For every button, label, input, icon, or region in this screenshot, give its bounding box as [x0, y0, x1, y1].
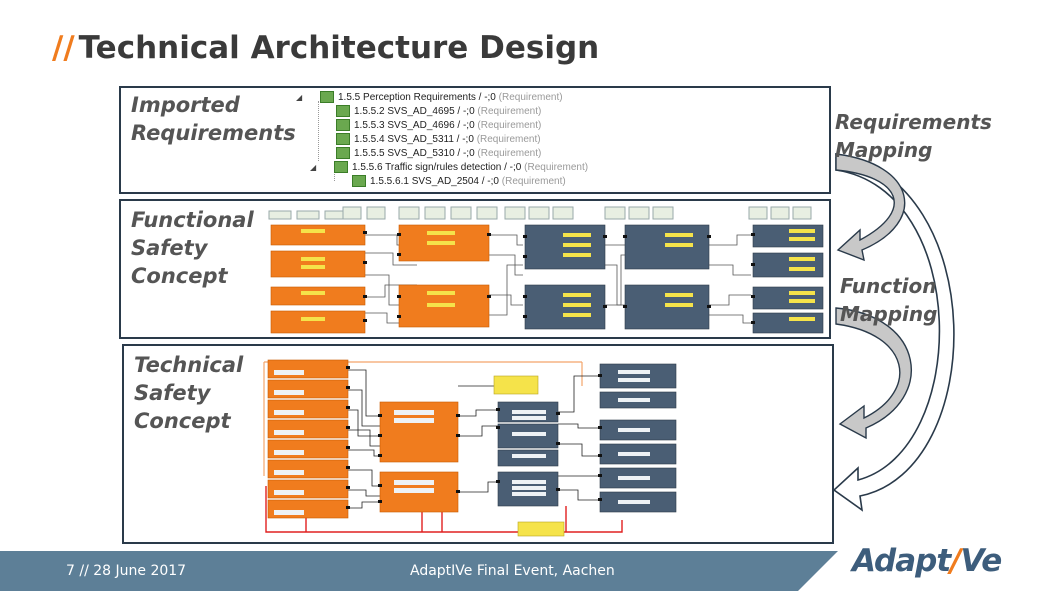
requirement-icon	[336, 147, 350, 160]
requirements-tree: ◢ 1.5.5 Perception Requirements / -;0 (Re…	[296, 91, 746, 191]
requirements-to-technical-arrow	[832, 153, 955, 512]
tree-guide	[318, 101, 319, 161]
label-line: Safety	[134, 381, 211, 405]
function-mapping-arrow	[835, 307, 912, 440]
tree-item[interactable]: 1.5.5.2 SVS_AD_4695 / -;0 (Requirement)	[322, 105, 541, 119]
tree-item-text: 1.5.5.3 SVS_AD_4696 / -;0	[354, 120, 475, 131]
tree-item[interactable]: ◢ 1.5.5.6 Traffic sign/rules detection / …	[310, 161, 588, 175]
requirement-icon	[336, 105, 350, 118]
label-line: Functional	[131, 208, 254, 232]
page-title: //Technical Architecture Design	[52, 30, 599, 66]
imported-requirements-label: Imported Requirements	[131, 91, 296, 147]
label-line: Requirements	[835, 110, 992, 134]
label-line: Function	[840, 274, 937, 298]
technical-safety-concept-panel: Technical Safety Concept	[122, 344, 834, 544]
tree-item-text: 1.5.5.6.1 SVS_AD_2504 / -;0	[370, 176, 499, 187]
functional-safety-concept-label: Functional Safety Concept	[131, 206, 254, 290]
title-text: Technical Architecture Design	[78, 30, 600, 66]
tree-item-text: 1.5.5.6 Traffic sign/rules detection / -…	[352, 162, 522, 173]
requirements-mapping-label: Requirements Mapping	[835, 108, 992, 164]
event-name: AdaptIVe Final Event, Aachen	[410, 563, 615, 579]
footer: 7 // 28 June 2017 AdaptIVe Final Event, …	[0, 551, 1050, 591]
requirement-icon	[334, 161, 348, 174]
requirements-mapping-arrow	[835, 153, 906, 262]
tree-item-type: (Requirement)	[476, 134, 541, 145]
tree-item-type: (Requirement)	[498, 92, 563, 103]
collapse-arrow-icon[interactable]: ◢	[310, 163, 317, 172]
label-line: Safety	[131, 236, 208, 260]
tree-item-type: (Requirement)	[477, 148, 542, 159]
label-line: Requirements	[131, 121, 296, 145]
label-line: Imported	[131, 93, 240, 117]
footer-bar	[0, 551, 838, 591]
tree-item-text: 1.5.5.4 SVS_AD_5311 / -;0	[354, 134, 474, 145]
tree-item[interactable]: 1.5.5.3 SVS_AD_4696 / -;0 (Requirement)	[322, 119, 541, 133]
tree-item[interactable]: ◢ 1.5.5 Perception Requirements / -;0 (Re…	[296, 91, 563, 105]
technical-safety-diagram	[263, 359, 677, 537]
requirement-icon	[336, 119, 350, 132]
title-accent-slashes: //	[52, 30, 75, 66]
tree-item-text: 1.5.5.5 SVS_AD_5310 / -;0	[354, 148, 475, 159]
functional-safety-diagram	[268, 206, 824, 334]
tree-item-type: (Requirement)	[501, 176, 566, 187]
adaptive-logo: Adapt/Ve	[852, 543, 1002, 579]
technical-safety-concept-label: Technical Safety Concept	[134, 351, 243, 435]
page-number-date: 7 // 28 June 2017	[66, 563, 187, 579]
requirement-icon	[320, 91, 334, 104]
label-line: Concept	[134, 409, 231, 433]
collapse-arrow-icon[interactable]: ◢	[296, 93, 303, 102]
label-line: Mapping	[840, 302, 938, 326]
tree-item[interactable]: 1.5.5.5 SVS_AD_5310 / -;0 (Requirement)	[322, 147, 541, 161]
tree-item-type: (Requirement)	[477, 120, 542, 131]
label-line: Mapping	[835, 138, 933, 162]
tree-item-type: (Requirement)	[477, 106, 542, 117]
tree-item-type: (Requirement)	[524, 162, 589, 173]
label-line: Technical	[134, 353, 244, 377]
mapping-arrows	[832, 153, 955, 512]
functional-safety-concept-panel: Functional Safety Concept	[119, 199, 831, 339]
tree-item-text: 1.5.5 Perception Requirements / -;0	[338, 92, 496, 103]
requirement-icon	[352, 175, 366, 188]
tree-item[interactable]: 1.5.5.6.1 SVS_AD_2504 / -;0 (Requirement…	[338, 175, 566, 189]
tree-item[interactable]: 1.5.5.4 SVS_AD_5311 / -;0 (Requirement)	[322, 133, 541, 147]
requirement-icon	[336, 133, 350, 146]
tree-guide	[334, 171, 335, 181]
tree-item-text: 1.5.5.2 SVS_AD_4695 / -;0	[354, 106, 475, 117]
label-line: Concept	[131, 264, 228, 288]
function-mapping-label: Function Mapping	[840, 272, 937, 328]
imported-requirements-panel: Imported Requirements ◢ 1.5.5 Perception …	[119, 86, 831, 194]
